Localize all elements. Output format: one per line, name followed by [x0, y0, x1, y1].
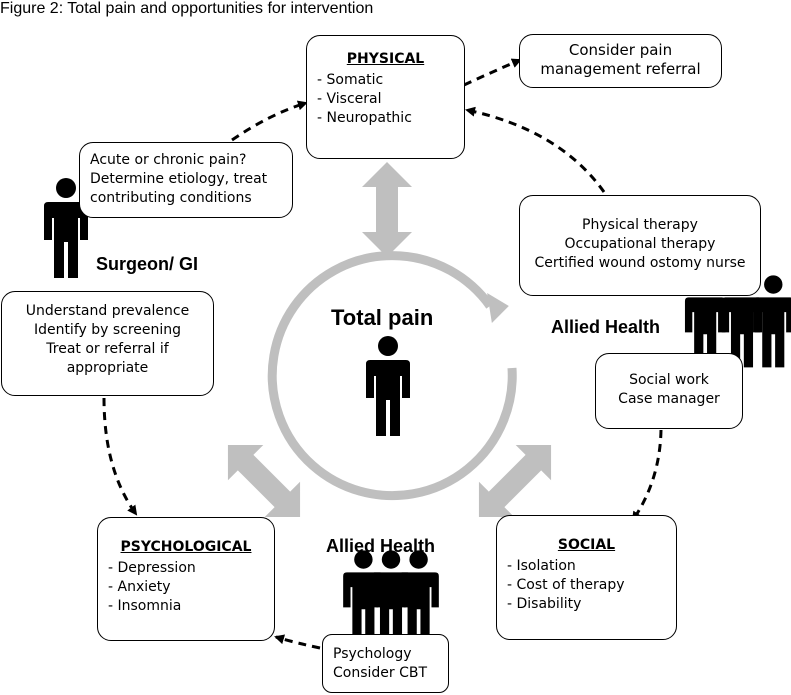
social-heading: SOCIAL [557, 537, 616, 553]
referral-line: Consider pain [568, 41, 673, 59]
therapy-box: Physical therapy Occupational therapy Ce… [519, 195, 761, 296]
patient-person-icon [366, 336, 410, 436]
double-arrow-icon [227, 444, 301, 518]
understand-line: appropriate [66, 360, 149, 376]
understand-line: Identify by screening [33, 322, 182, 338]
socialwork-line: Case manager [618, 391, 720, 407]
acute-chronic-box: Acute or chronic pain? Determine etiolog… [79, 142, 293, 218]
double-arrow-icon [478, 444, 552, 518]
understand-line: Understand prevalence [25, 303, 190, 319]
allied-health-label-right: Allied Health [551, 317, 661, 337]
psychological-item: - Depression [108, 560, 196, 576]
social-item: - Cost of therapy [507, 577, 625, 593]
social-item: - Disability [507, 596, 582, 612]
social-box: SOCIAL - Isolation - Cost of therapy - D… [496, 515, 677, 640]
physical-heading: PHYSICAL [346, 51, 425, 67]
social-item: - Isolation [507, 558, 576, 574]
surgeon-gi-label: Surgeon/ GI [96, 254, 199, 274]
total-pain-ring [267, 251, 517, 501]
referral-box: Consider pain management referral [519, 34, 722, 88]
acute-line: contributing conditions [90, 190, 252, 206]
allied-health-label-bottom: Allied Health [326, 536, 436, 556]
psychological-item: - Anxiety [108, 579, 171, 595]
figure-title: Figure 2: Total pain and opportunities f… [0, 0, 374, 17]
psychology-line: Consider CBT [333, 665, 428, 681]
understand-box: Understand prevalence Identify by screen… [1, 291, 214, 396]
social-work-box: Social work Case manager [595, 353, 743, 429]
psychological-item: - Insomnia [108, 598, 182, 614]
physical-item: - Neuropathic [317, 110, 412, 126]
physical-item: - Visceral [317, 91, 382, 107]
therapy-line: Physical therapy [582, 217, 698, 233]
dashed-arrow-icon [102, 58, 663, 650]
total-pain-label: Total pain [331, 305, 434, 330]
socialwork-line: Social work [629, 372, 709, 388]
psychology-box: Psychology Consider CBT [322, 634, 449, 693]
double-arrow-icon [362, 162, 412, 257]
acute-line: Acute or chronic pain? [90, 152, 247, 168]
psychological-heading: PSYCHOLOGICAL [120, 539, 252, 555]
physical-item: - Somatic [317, 72, 384, 88]
referral-line: management referral [540, 60, 701, 78]
physical-box: PHYSICAL - Somatic - Visceral - Neuropat… [306, 35, 465, 159]
psychology-line: Psychology [333, 646, 412, 662]
acute-line: Determine etiology, treat [90, 171, 268, 187]
therapy-line: Occupational therapy [564, 236, 716, 252]
understand-line: Treat or referral if [46, 341, 169, 357]
psychological-box: PSYCHOLOGICAL - Depression - Anxiety - I… [97, 517, 275, 641]
therapy-line: Certified wound ostomy nurse [534, 255, 746, 271]
allied-health-group-icon [343, 550, 439, 643]
